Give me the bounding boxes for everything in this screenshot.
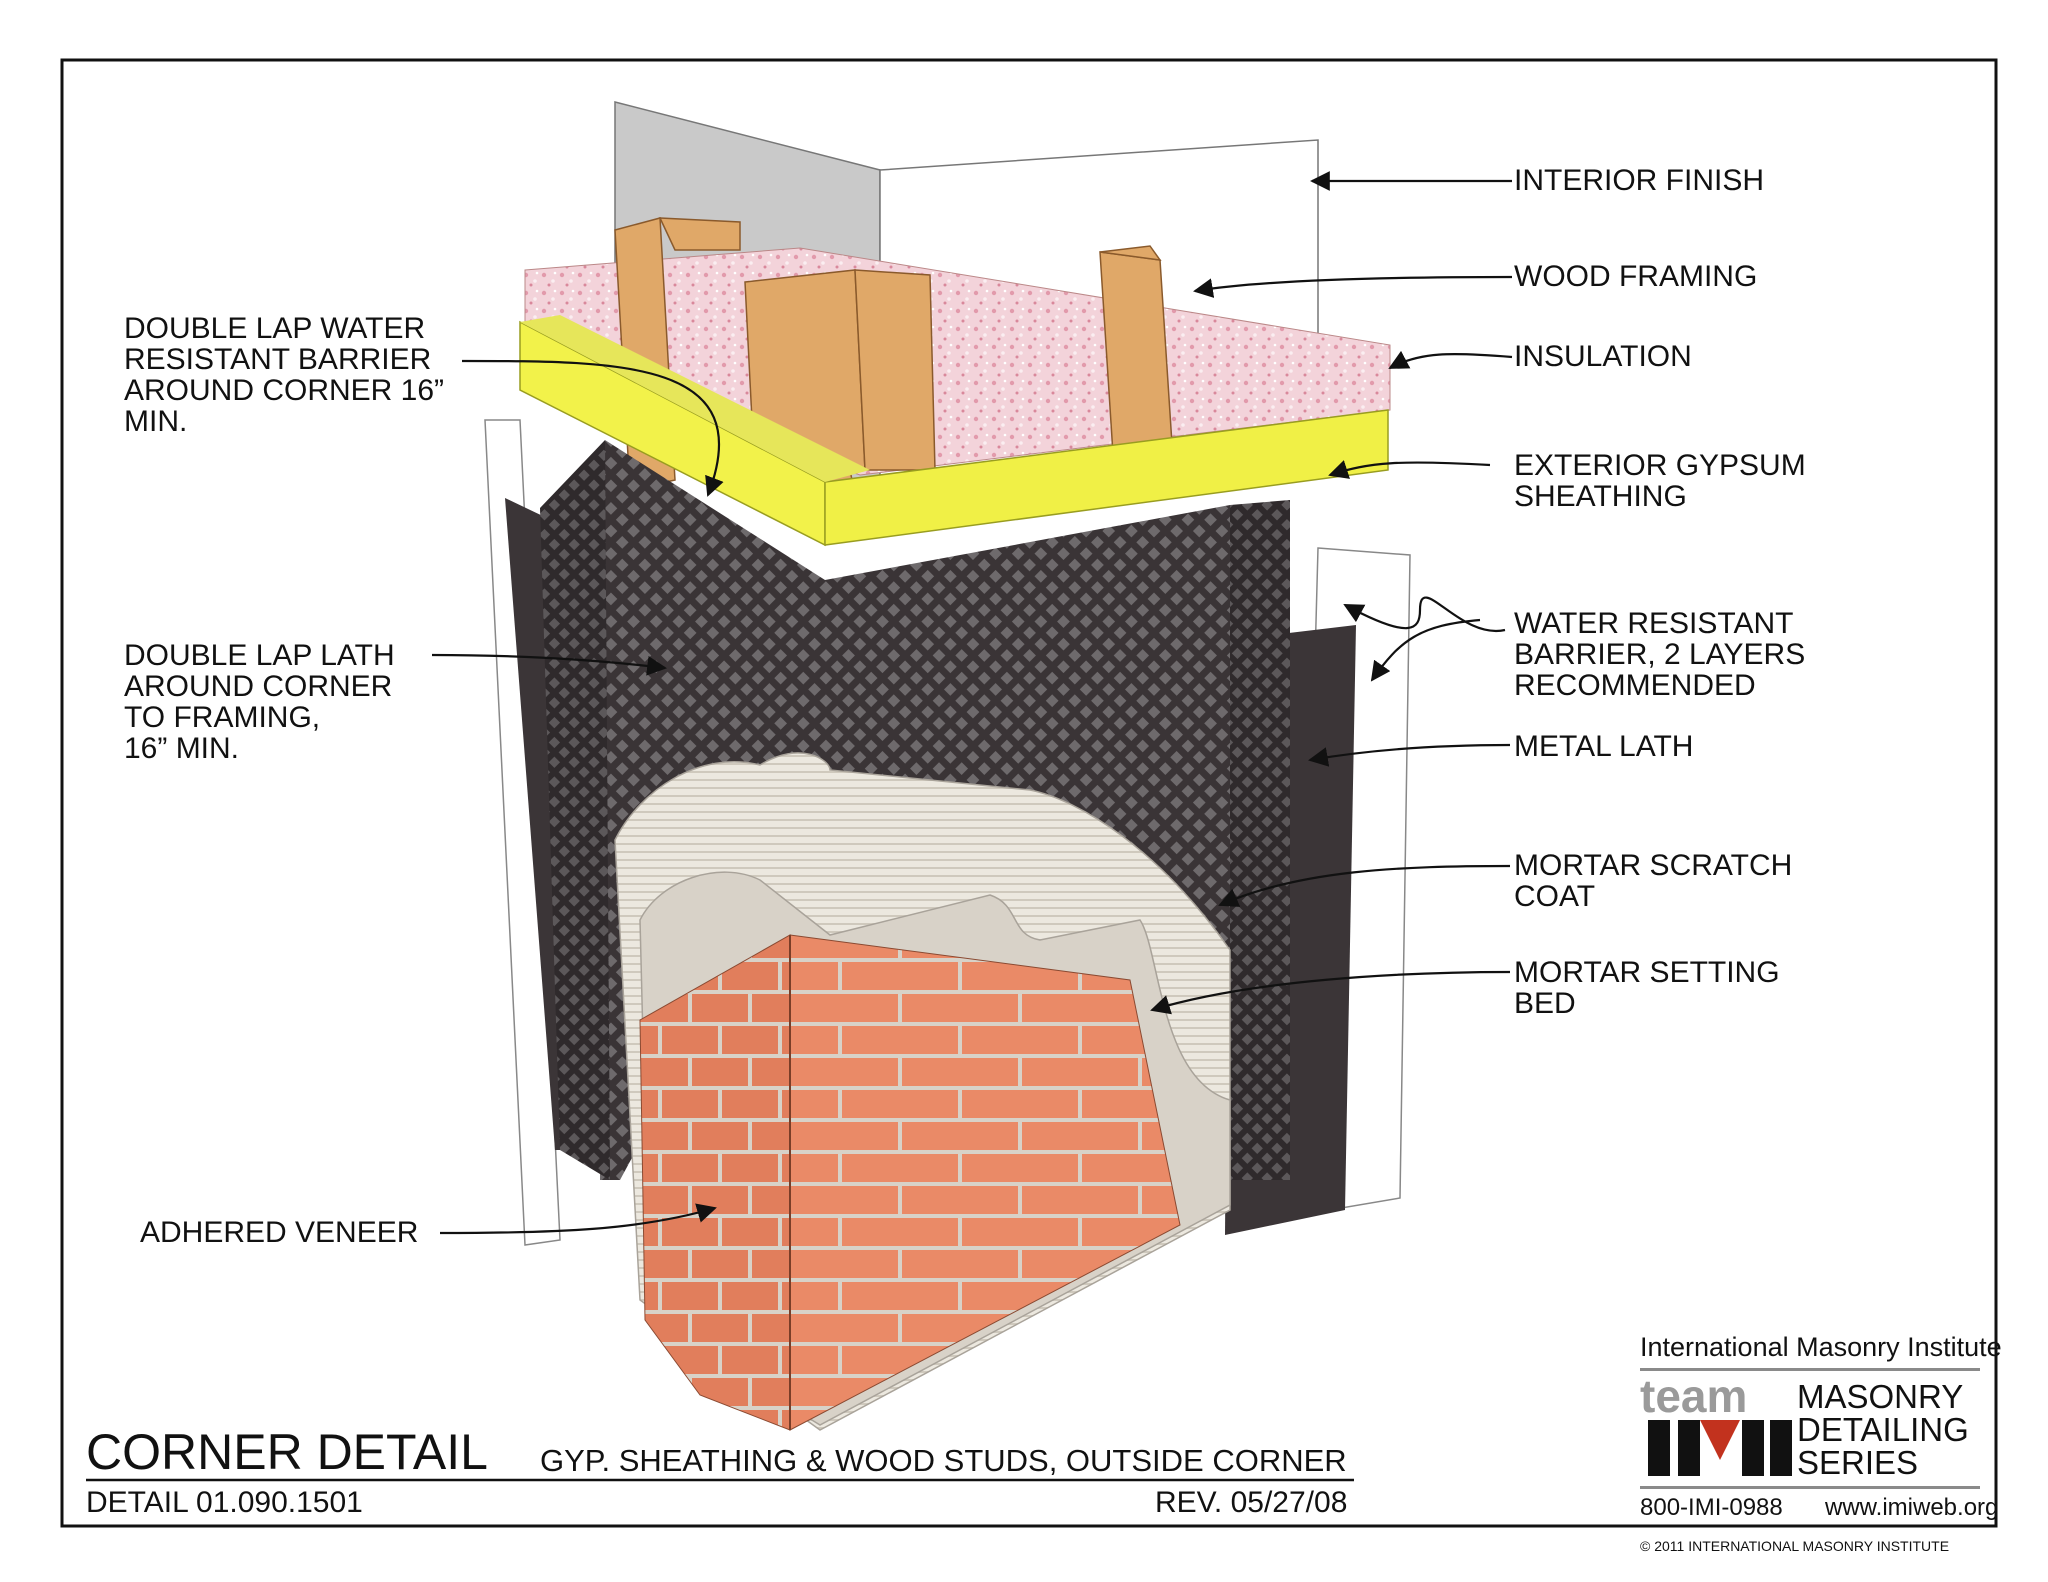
copyright-notice: © 2011 INTERNATIONAL MASONRY INSTITUTE (1640, 1538, 1950, 1554)
team-imi-logo-mark: team (1640, 1368, 1980, 1489)
sheet-border (60, 58, 1998, 1528)
organization-name: International Masonry Institute (1640, 1332, 2002, 1362)
adhered-veneer-layer (639, 934, 1181, 1431)
drawing-subtitle: GYP. SHEATHING & WOOD STUDS, OUTSIDE COR… (540, 1443, 1347, 1478)
exterior-gypsum-sheathing-layer (519, 315, 1389, 547)
website-link[interactable]: www.imiweb.org (1825, 1494, 1999, 1521)
revision-date: REV. 05/27/08 (1155, 1486, 1348, 1519)
label-interior-finish: INTERIOR FINISH (1514, 164, 1765, 197)
label-adhered-veneer: ADHERED VENEER (140, 1216, 419, 1249)
svg-text:team: team (1640, 1370, 1747, 1422)
detail-number: DETAIL 01.090.1501 (86, 1486, 363, 1519)
label-insulation: INSULATION (1514, 340, 1692, 373)
leader-lines (431, 171, 1513, 1235)
label-wood-framing: WOOD FRAMING (1514, 260, 1758, 293)
drawing-title: CORNER DETAIL (86, 1424, 488, 1480)
phone-number: 800-IMI-0988 (1640, 1494, 1783, 1521)
label-metal-lath: METAL LATH (1514, 730, 1694, 763)
